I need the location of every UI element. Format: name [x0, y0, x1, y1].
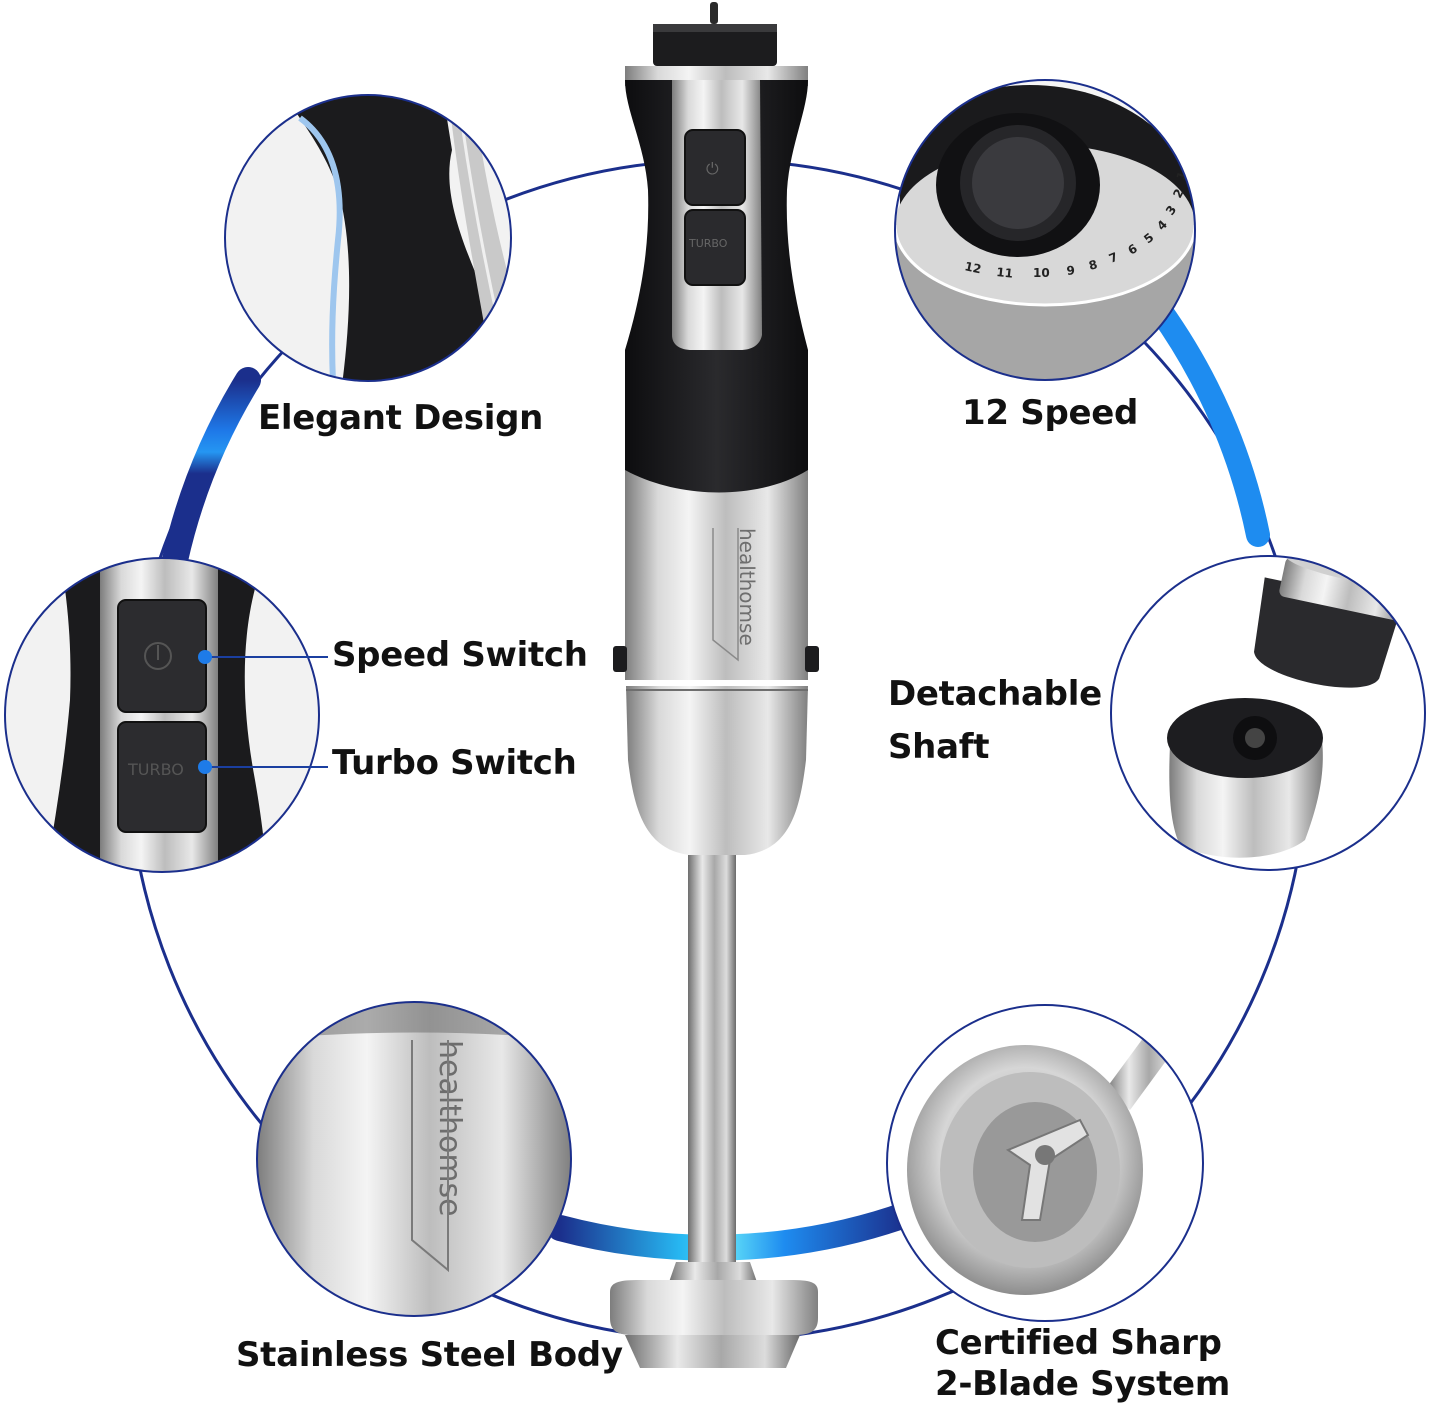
- blade-system-closeup: [886, 1004, 1204, 1322]
- svg-text:10: 10: [1033, 266, 1050, 280]
- svg-text:TURBO: TURBO: [127, 760, 184, 779]
- speed-dial-closeup: 1 2 3 4 5 6 7 8 9 10 11 12: [894, 79, 1196, 381]
- switch-closeup: TURBO: [4, 557, 320, 873]
- stainless-body-closeup: healthomse: [256, 1001, 572, 1317]
- svg-text:healthomse: healthomse: [432, 1040, 467, 1217]
- svg-text:9: 9: [1066, 263, 1076, 278]
- detachable-shaft-closeup: [1110, 555, 1426, 871]
- elegant-design-closeup: [224, 94, 512, 382]
- stainless-body-label: Stainless Steel Body: [236, 1335, 623, 1375]
- svg-text:TURBO: TURBO: [688, 237, 728, 250]
- certified-blade-label: Certified Sharp 2-Blade System: [935, 1323, 1235, 1406]
- turbo-switch-label: Turbo Switch: [332, 743, 577, 783]
- twelve-speed-label: 12 Speed: [962, 393, 1139, 433]
- svg-text:12: 12: [963, 259, 982, 276]
- hand-blender: ⏻ TURBO healthomse: [610, 2, 819, 1368]
- speed-switch-label: Speed Switch: [332, 635, 588, 675]
- certified-blade-line2: 2-Blade System: [935, 1364, 1230, 1405]
- elegant-design-label: Elegant Design: [258, 398, 544, 438]
- svg-text:8: 8: [1087, 257, 1098, 273]
- callout-pointers: [198, 650, 328, 774]
- svg-text:11: 11: [996, 265, 1014, 281]
- svg-text:healthomse: healthomse: [735, 528, 759, 646]
- certified-blade-line1: Certified Sharp: [935, 1323, 1222, 1363]
- svg-text:⏻: ⏻: [706, 159, 719, 178]
- detachable-shaft-label: Detachable Shaft: [888, 674, 1102, 767]
